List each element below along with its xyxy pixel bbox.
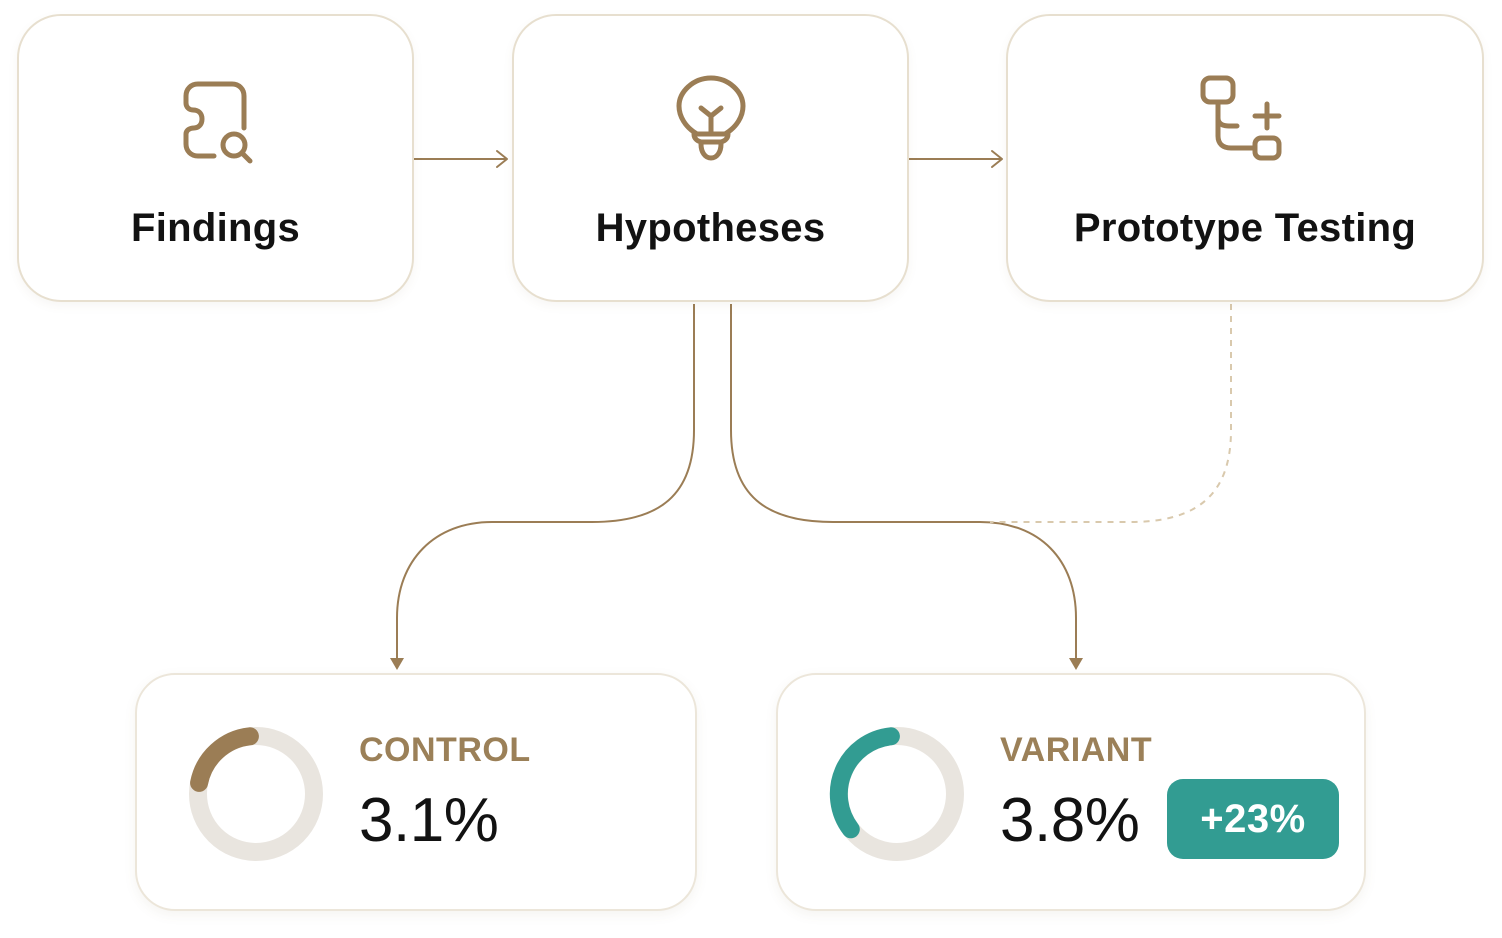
variant-caption: VARIANT	[1000, 731, 1153, 769]
flow-add-icon	[1200, 75, 1282, 161]
variant-value: 3.8%	[1000, 786, 1140, 855]
control-value: 3.1%	[359, 786, 499, 855]
lightbulb-icon	[676, 75, 745, 161]
control-donut-chart	[189, 727, 323, 861]
arrow-findings-to-hypotheses	[414, 150, 508, 168]
stage-card-prototype-testing[interactable]: Prototype Testing	[1006, 14, 1484, 302]
arrow-hypotheses-to-control	[390, 304, 695, 670]
stage-card-hypotheses[interactable]: Hypotheses	[512, 14, 909, 302]
stage-label: Prototype Testing	[1073, 206, 1417, 250]
arrow-hypotheses-to-prototype	[909, 150, 1003, 168]
control-caption: CONTROL	[359, 731, 531, 769]
result-card-control[interactable]: CONTROL 3.1%	[135, 673, 697, 911]
dashed-prototype-to-variant	[990, 304, 1232, 523]
stage-label: Findings	[130, 206, 301, 250]
stage-card-findings[interactable]: Findings	[17, 14, 414, 302]
variant-donut-chart	[829, 727, 964, 861]
lift-badge: +23%	[1167, 779, 1339, 859]
document-search-icon	[183, 81, 252, 164]
result-card-variant[interactable]: VARIANT 3.8% +23%	[776, 673, 1366, 911]
stage-label: Hypotheses	[595, 206, 826, 250]
arrow-hypotheses-to-variant	[730, 304, 1083, 670]
